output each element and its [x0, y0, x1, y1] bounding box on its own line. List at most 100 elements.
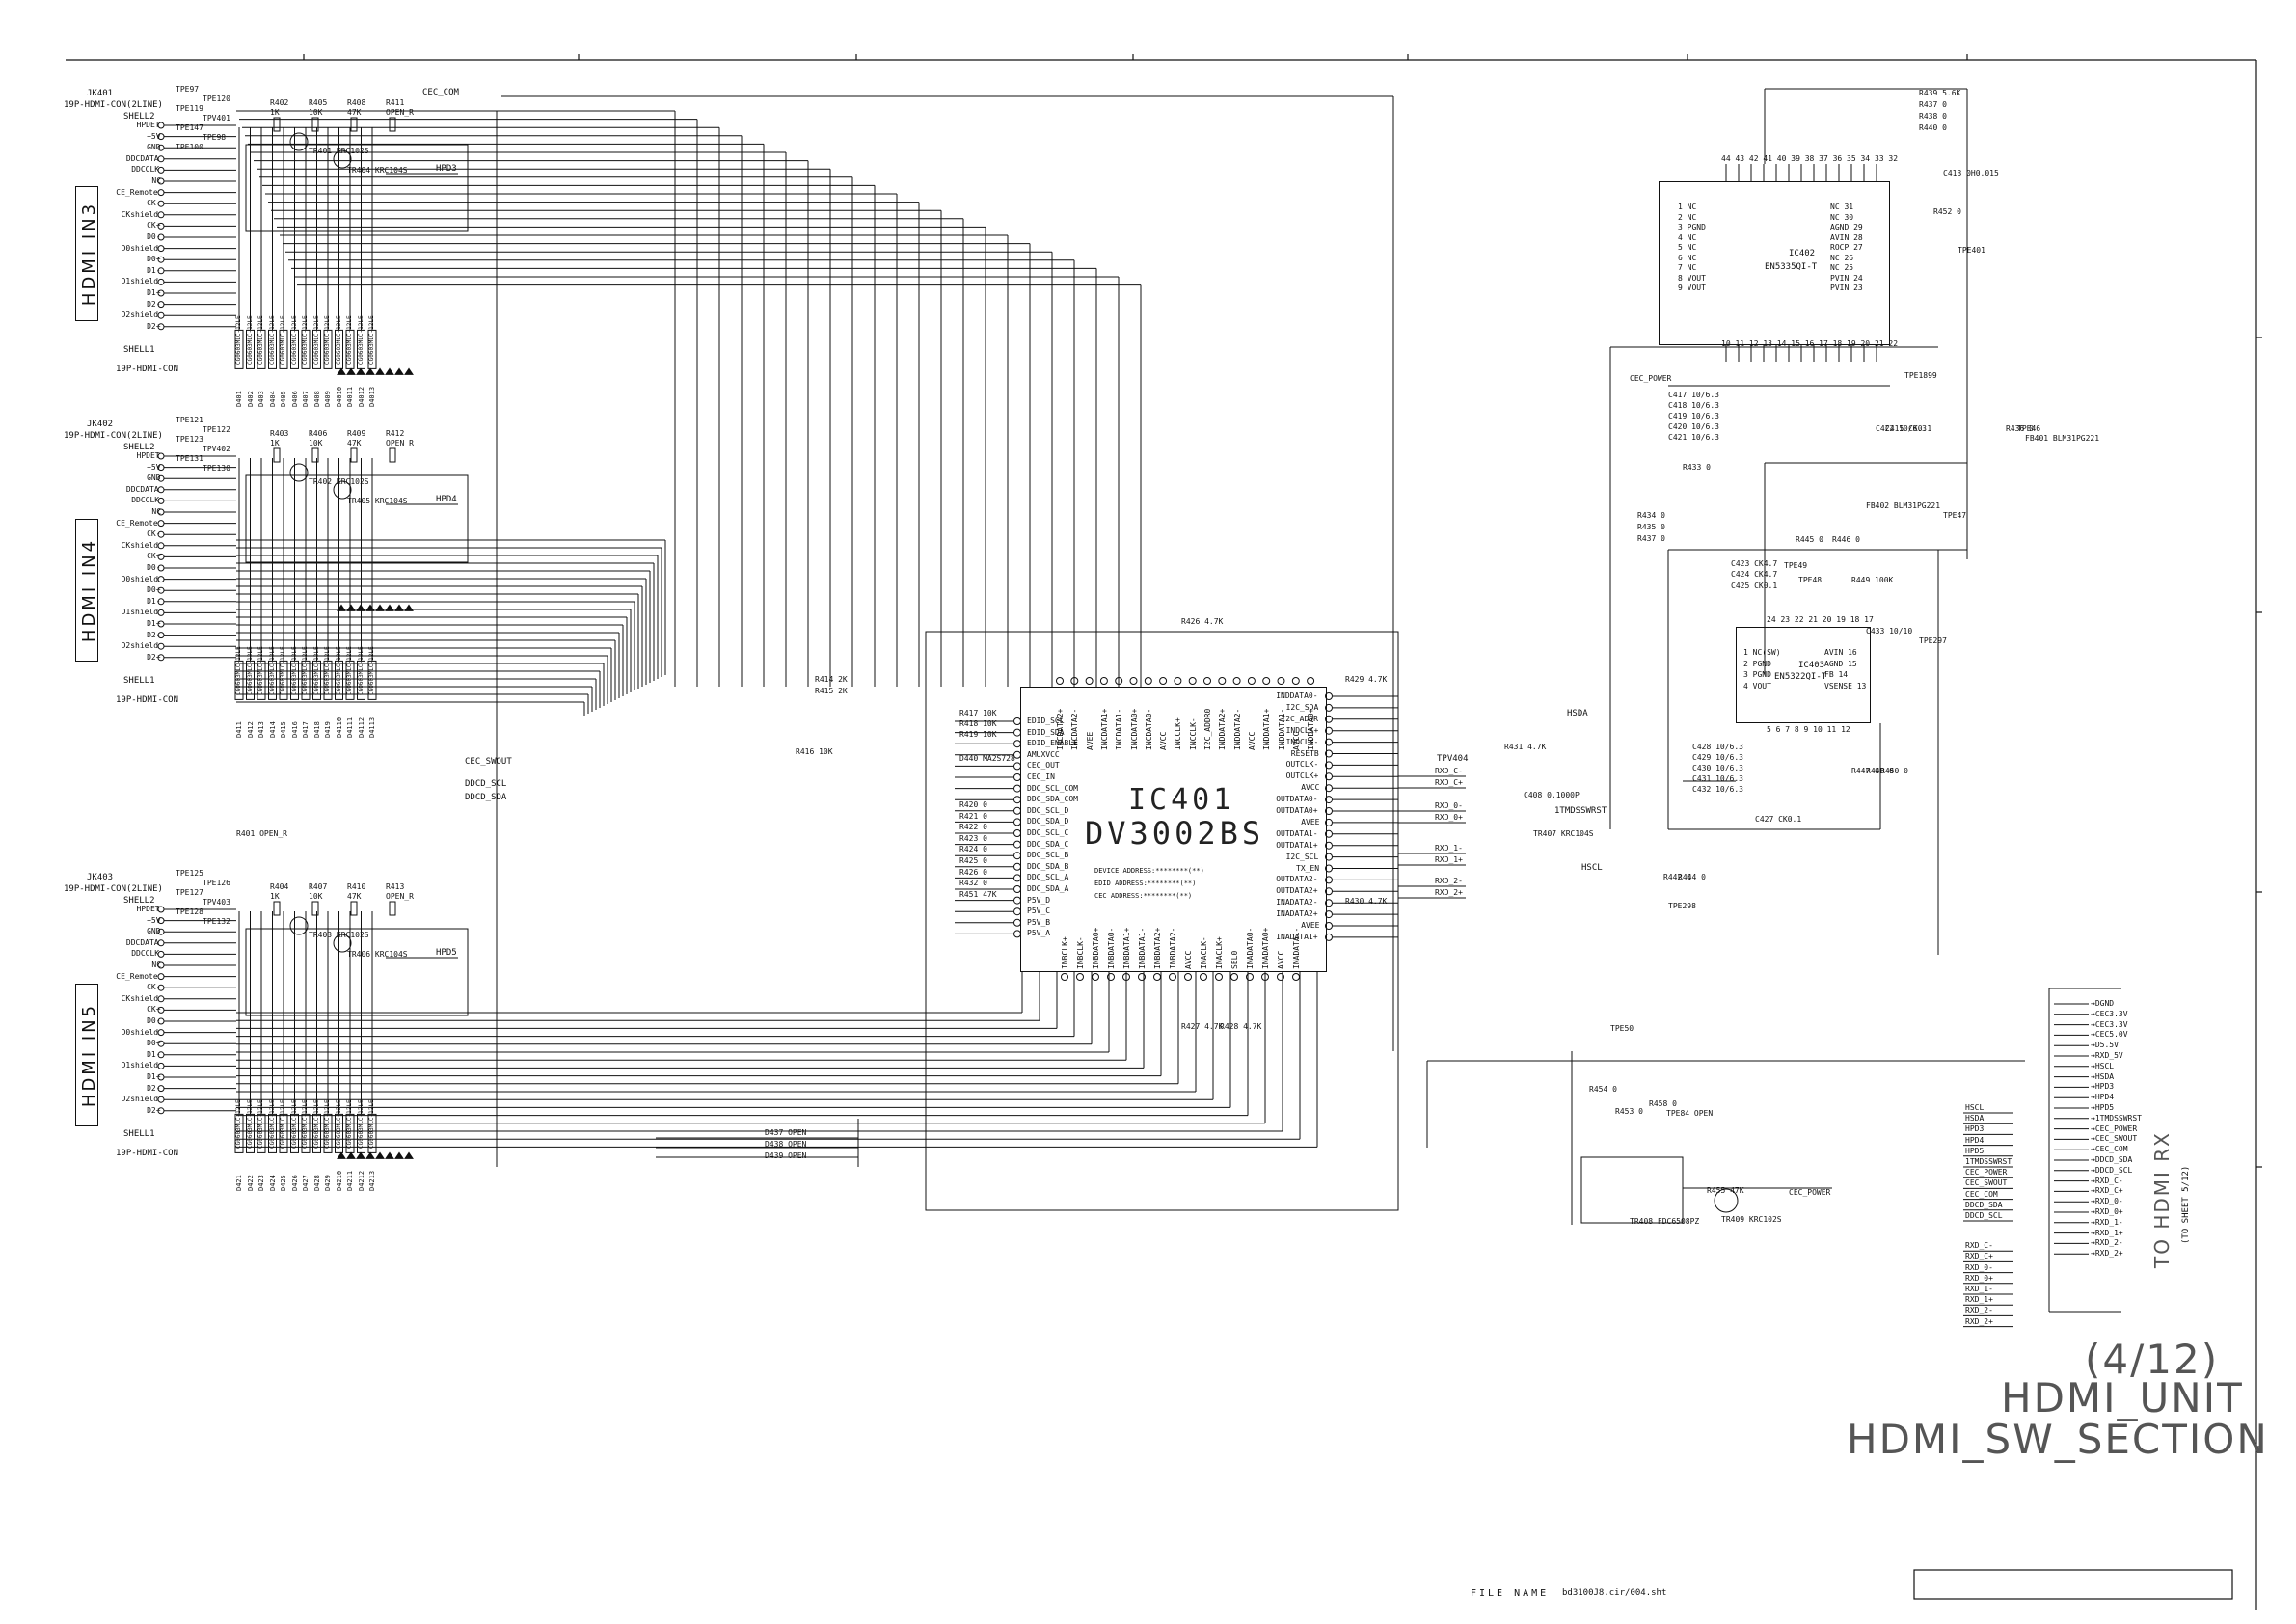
ic401-resistor: D440 MA2S728 — [959, 754, 1015, 763]
ground-symbol — [375, 1151, 385, 1159]
ic401-pin-circle — [1325, 761, 1333, 770]
ic402-part: C422 10/6.3 — [1876, 424, 1927, 433]
ic402-left-pin: 8 VOUT — [1678, 273, 1706, 283]
jack-pin-circle — [157, 530, 165, 538]
jack-pin-label: D1shield — [121, 608, 159, 617]
ic401-pin-circle — [1070, 677, 1079, 685]
ground-symbol — [356, 1151, 365, 1159]
jack-pin-circle — [157, 1051, 165, 1059]
ic401-pin-circle — [1325, 887, 1333, 896]
ic402-right-pin: PVIN 24 — [1830, 273, 1863, 283]
tmds-output-label: RXD_C- — [1435, 767, 1463, 775]
ic401-left-pin: DDC_SDA_D — [1027, 817, 1069, 826]
component-outline — [312, 1113, 321, 1153]
esd-diode-ref: D408 — [312, 391, 321, 408]
component-outline — [345, 329, 355, 369]
ic401-resistor: R424 0 — [959, 845, 987, 854]
ic401-bottom-pin: INADATA0+ — [1261, 927, 1270, 969]
ic401-pin-circle — [1292, 973, 1300, 981]
ground-symbol — [365, 604, 375, 611]
ic401-pin-circle — [1325, 784, 1333, 793]
ic403-part: C430 10/6.3 — [1692, 764, 1743, 772]
esd-diode-part: CG0603MLC-12LE — [235, 1099, 242, 1150]
resistor-value: OPEN_R — [386, 439, 414, 447]
component-outline — [312, 660, 321, 700]
esd-diode-part: CG0603MLC-12LE — [268, 1099, 276, 1150]
ground-symbol — [375, 604, 385, 611]
resistor-ref: R409 — [347, 429, 366, 438]
resistor-ref: R406 — [309, 429, 328, 438]
test-point: TPE130 — [203, 464, 230, 473]
transistor-symbol — [333, 934, 352, 953]
ic401-left-pin: EDID_SCL — [1027, 717, 1065, 725]
resistor-ref: R410 — [347, 882, 366, 891]
jack-pin-circle — [157, 642, 165, 650]
ic401-bottom-pin: INBDATA1+ — [1122, 927, 1131, 969]
connector-net-label: DDCD_SCL — [1965, 1211, 2003, 1220]
component-outline — [323, 1113, 333, 1153]
ic401-right-pin: AVCC — [1301, 783, 1320, 793]
jack-pin-circle — [157, 245, 165, 253]
jack-pin-circle — [157, 211, 165, 219]
ic401-pin-circle — [1092, 973, 1099, 981]
jack-pin-label: CK- — [147, 983, 161, 992]
connector-pin: →CEC_COM — [2091, 1145, 2128, 1154]
resistor-value: 1K — [270, 892, 280, 901]
jack-pin-circle — [157, 289, 165, 297]
component-outline — [389, 901, 396, 916]
jack-pin-circle — [157, 256, 165, 263]
connector-pin: →HSCL — [2091, 1061, 2115, 1070]
component-outline — [350, 447, 358, 463]
signal-cec-swout: CEC_SWOUT — [465, 757, 512, 767]
test-point: TPE131 — [176, 454, 203, 463]
ic403-part: C423 CK4.7 — [1731, 559, 1778, 568]
component-outline — [290, 329, 299, 369]
component-outline — [268, 660, 277, 700]
ic402-part: EN5335QI-T — [1765, 262, 1818, 272]
ic402-part: R433 0 — [1683, 463, 1711, 472]
signal-hscl: HSCL — [1581, 863, 1603, 873]
ic401-bottom-pin: INBDATA1- — [1138, 927, 1147, 969]
esd-diode-ref: D426 — [290, 1175, 299, 1192]
jack-pin-label: D0- — [147, 563, 161, 572]
ic403-part: R444 0 — [1678, 873, 1706, 881]
jack-pin-circle — [157, 609, 165, 616]
jack-pin-circle — [157, 222, 165, 230]
ic403-left-pin: 4 VOUT — [1743, 681, 1771, 690]
esd-diode-part: CG0603MLC-12LE — [312, 1099, 320, 1150]
ic401-body — [1020, 687, 1327, 972]
esd-diode-part: CG0603MLC-12LE — [335, 1099, 342, 1150]
hdmi-in3-box: HDMI IN3 — [75, 186, 99, 321]
transistor-label: TR404 KRC104S — [347, 166, 408, 175]
ic402-part: C418 10/6.3 — [1668, 401, 1719, 410]
component-outline — [350, 117, 358, 132]
transistor-label: TR402 KRC102S — [309, 477, 369, 486]
ic401-resistor: R426 0 — [959, 867, 987, 877]
ic401-part: DV3002BS — [1085, 815, 1265, 852]
jack-pin-circle — [157, 267, 165, 275]
jack-pin-circle — [157, 486, 165, 494]
ic401-pin-circle — [1325, 899, 1333, 907]
jack-pin-label: +5V — [147, 131, 161, 141]
jack-ref: JK402 — [87, 420, 114, 429]
jack-pin-label: D2- — [147, 1083, 161, 1093]
ic402-left-pin: 5 NC — [1678, 243, 1697, 252]
jack-pin-label: D0shield — [121, 574, 159, 583]
jack-pin-circle — [157, 928, 165, 935]
connector-pin: →CEC_SWOUT — [2091, 1134, 2138, 1144]
resistor-ref: R404 — [270, 882, 289, 891]
ic403-part: TPE49 — [1784, 561, 1808, 570]
esd-diode-ref: D4012 — [357, 387, 365, 408]
esd-diode-ref: D409 — [324, 391, 332, 408]
transistor-label: TR403 KRC102S — [309, 931, 369, 939]
ic401-top-pin: INCDATA0+ — [1129, 708, 1139, 750]
ic401-pin-circle — [1325, 853, 1333, 861]
component-outline — [301, 660, 311, 700]
connector-net-label: HPD4 — [1965, 1135, 1985, 1145]
esd-diode-ref: D405 — [280, 391, 287, 408]
ic401-right-pin: INDCLK- — [1285, 737, 1319, 746]
component-outline — [301, 1113, 311, 1153]
ic401-pin-circle — [1247, 677, 1256, 685]
ic401-bottom-pin: SEL0 — [1230, 950, 1239, 969]
jack-pin-circle — [157, 1062, 165, 1069]
